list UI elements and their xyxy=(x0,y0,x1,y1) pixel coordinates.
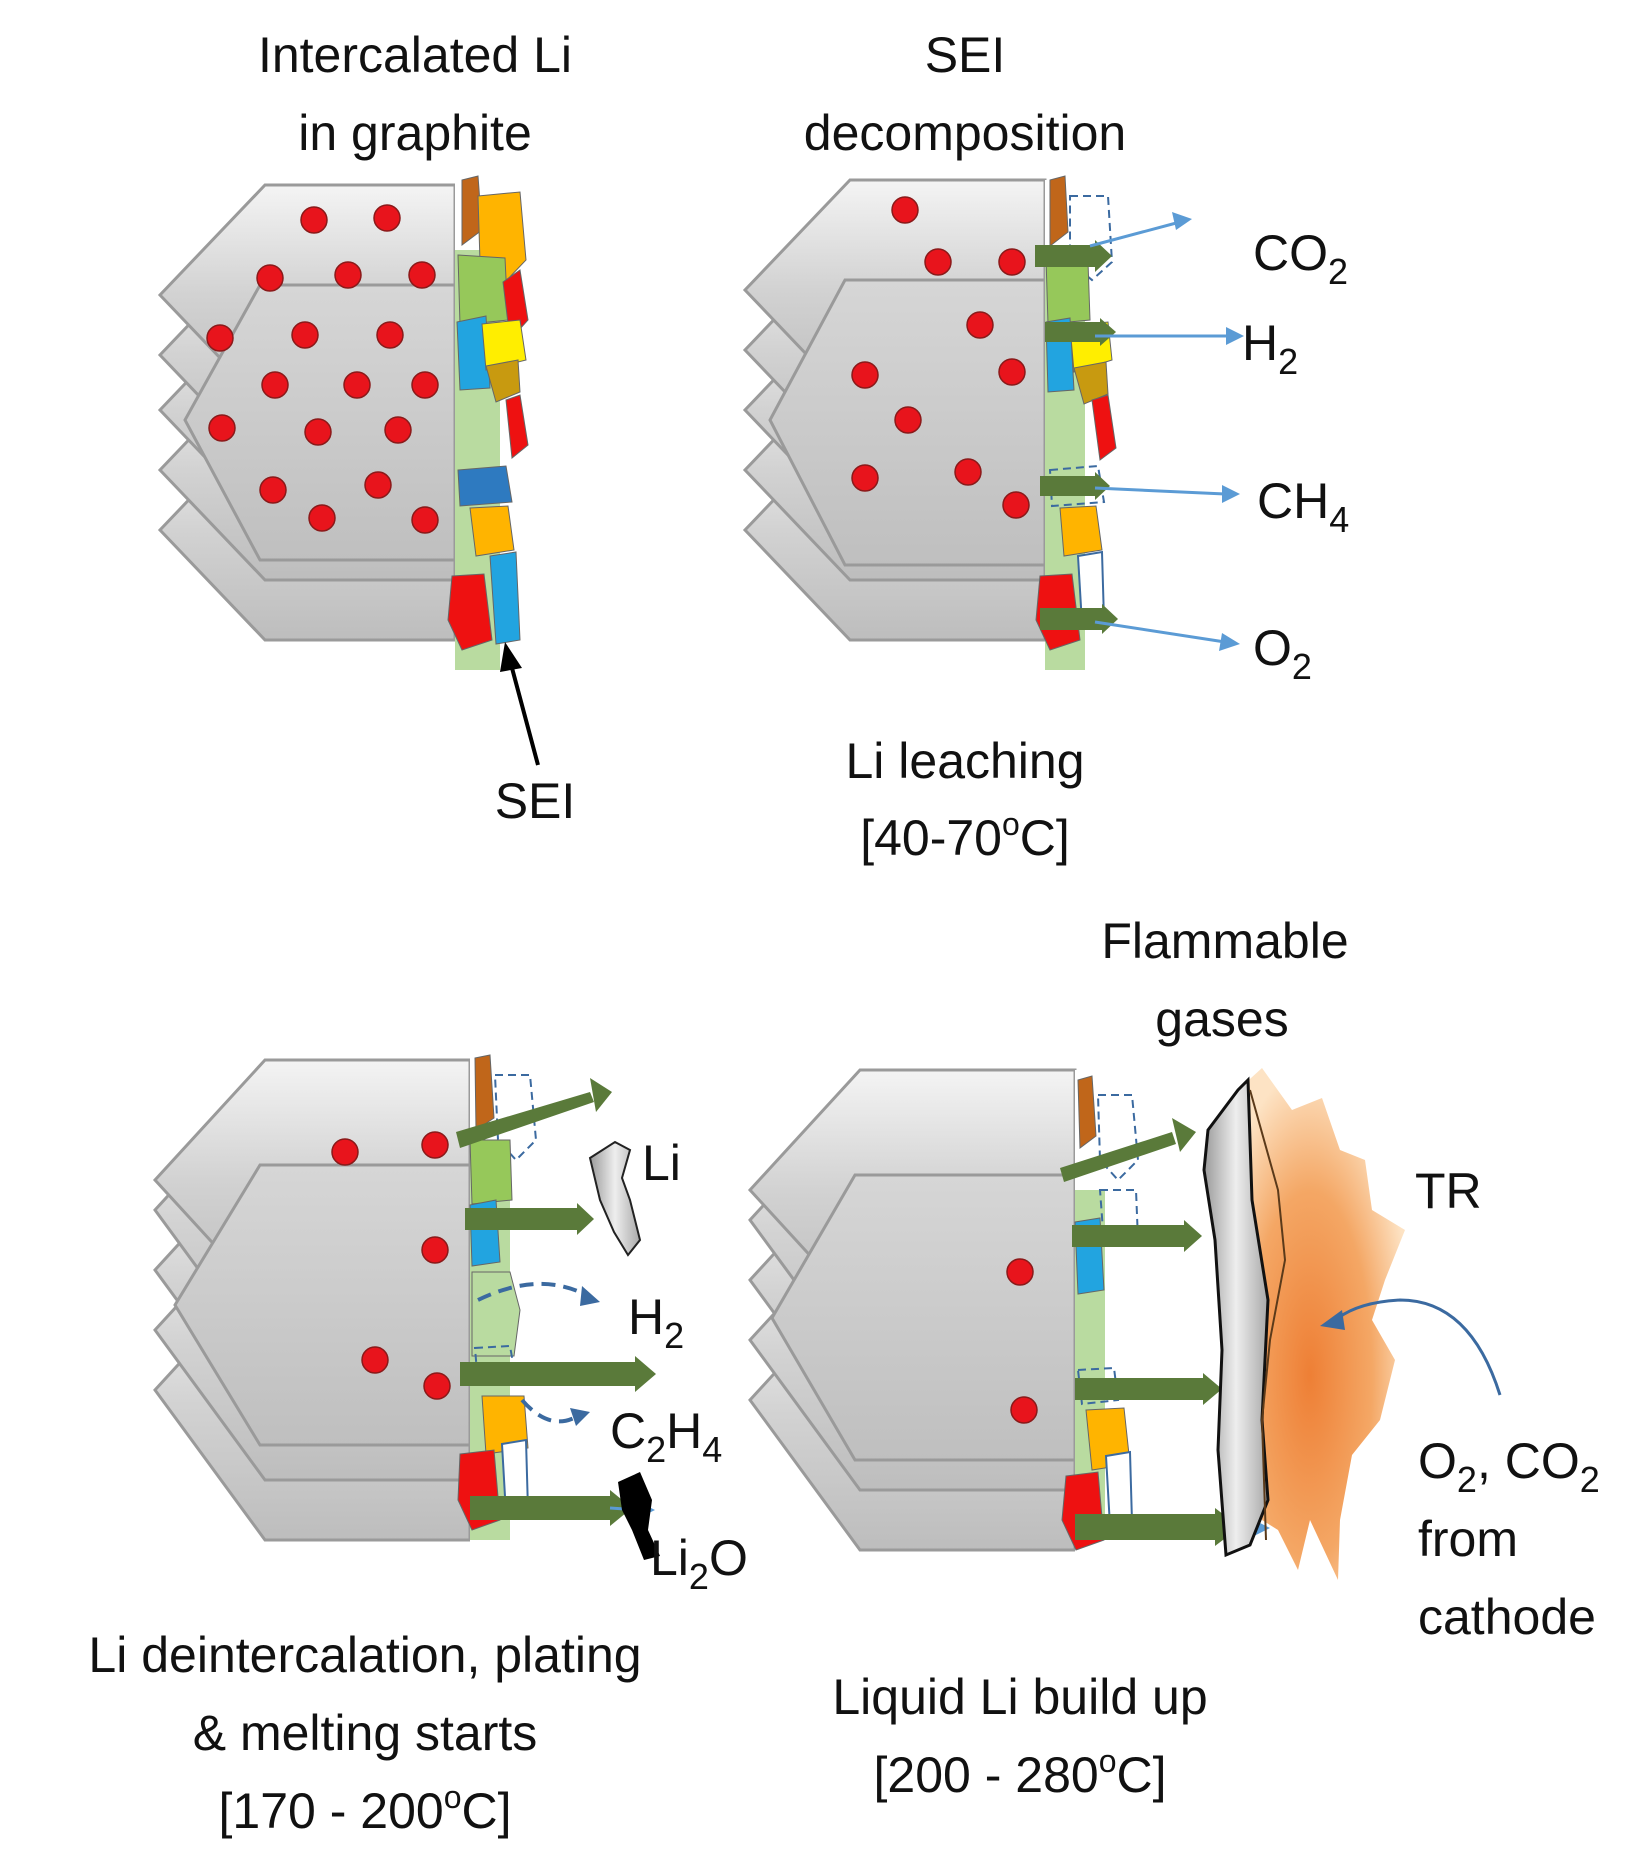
graphite-stack-p3 xyxy=(152,1058,472,1542)
graphite-stack xyxy=(157,183,457,642)
tr-label: TR xyxy=(1415,1163,1482,1219)
h2-label-p3: H2 xyxy=(628,1289,684,1356)
gas-label-o2: O2 xyxy=(1253,620,1312,687)
li-dots-p1 xyxy=(206,204,439,534)
panel2-caption-line2: [40-70oC] xyxy=(860,806,1070,866)
panel2-title-line1: SEI xyxy=(925,27,1006,83)
flame-tr xyxy=(1232,1068,1405,1580)
panel3-caption-line3: [170 - 200oC] xyxy=(219,1779,512,1839)
panel4-caption-line2: [200 - 280oC] xyxy=(874,1743,1167,1803)
source-label-line1: O2, CO2 xyxy=(1418,1433,1600,1500)
sei-label: SEI xyxy=(495,773,576,829)
panel3-caption-line1: Li deintercalation, plating xyxy=(88,1627,641,1683)
gas-label-co2: CO2 xyxy=(1253,225,1348,292)
panel4-title-line1: Flammable xyxy=(1101,913,1348,969)
li-plated-chunk xyxy=(588,1140,642,1257)
sei-layer xyxy=(447,175,529,680)
gas-label-ch4: CH4 xyxy=(1257,473,1349,540)
panel-sei-decomposition: SEI decomposition xyxy=(742,27,1349,866)
source-label-line2: from xyxy=(1418,1511,1518,1567)
li2o-chunk xyxy=(618,1472,660,1560)
li2o-label: Li2O xyxy=(650,1530,748,1597)
panel4-caption-line1: Liquid Li build up xyxy=(832,1669,1207,1725)
oxygen-source-arrow xyxy=(1320,1298,1502,1396)
panel1-title-line2: in graphite xyxy=(298,105,532,161)
graphite-stack-p4 xyxy=(747,1068,1077,1552)
panel-intercalated-li: Intercalated Li in graphite xyxy=(157,27,576,829)
li-label: Li xyxy=(642,1135,681,1191)
panel-li-deintercalation: Li H2 C2H4 Li2O Li deintercalation, plat… xyxy=(88,1054,748,1839)
gas-arrows-p2 xyxy=(1035,212,1244,651)
li-dots-p2 xyxy=(851,196,1030,519)
li-dots-p4 xyxy=(1006,1258,1038,1424)
panel2-caption-line1: Li leaching xyxy=(845,733,1084,789)
c2h4-label: C2H4 xyxy=(610,1403,722,1470)
graphite-stack-p2 xyxy=(742,178,1047,642)
panel3-caption-line2: & melting starts xyxy=(193,1705,538,1761)
gas-label-h2: H2 xyxy=(1242,315,1298,382)
liquid-li-outline xyxy=(1249,1089,1287,1541)
panel4-title-line2: gases xyxy=(1155,991,1288,1047)
li-dots-p3 xyxy=(331,1131,451,1400)
panel1-title-line1: Intercalated Li xyxy=(258,27,572,83)
panel-liquid-li-buildup: Flammable gases xyxy=(747,913,1600,1803)
panel2-title-line2: decomposition xyxy=(804,105,1126,161)
sei-pointer-arrow xyxy=(500,642,540,766)
liquid-li-layer xyxy=(1202,1076,1270,1558)
source-label-line3: cathode xyxy=(1418,1589,1596,1645)
